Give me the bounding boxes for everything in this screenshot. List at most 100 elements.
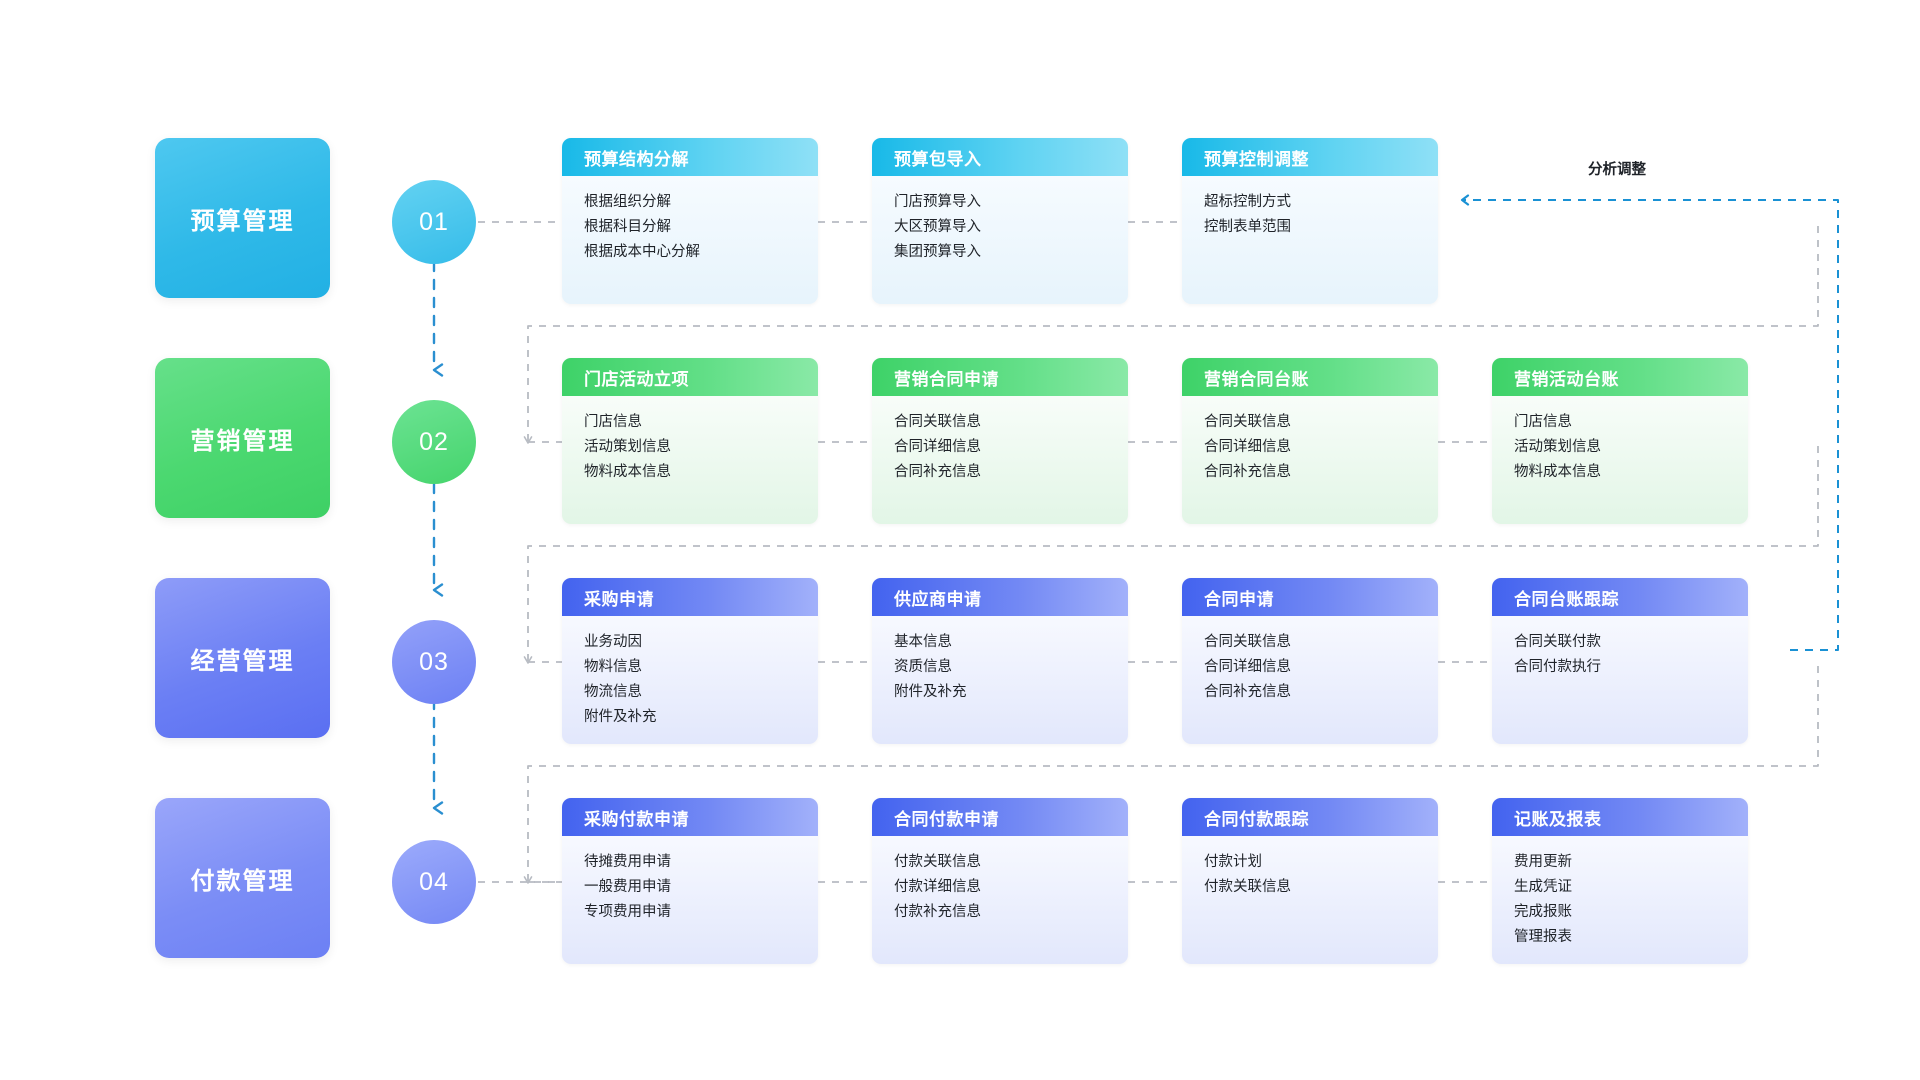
card-item-list: 费用更新 生成凭证 完成报账 管理报表 [1492,836,1748,964]
card-title: 合同申请 [1182,578,1438,616]
card-item: 门店信息 [584,414,642,430]
card-item: 合同关联信息 [1204,634,1291,650]
step-circle-02[interactable]: 02 [392,400,476,484]
card-store-activity-project[interactable]: 门店活动立项 门店信息 活动策划信息 物料成本信息 [562,358,818,524]
category-tile-label: 预算管理 [190,207,295,235]
card-item-list: 合同关联信息 合同详细信息 合同补充信息 [1182,616,1438,744]
card-title-text: 合同申请 [1204,589,1274,609]
card-title: 营销合同台账 [1182,358,1438,396]
card-item: 合同关联信息 [1204,414,1291,430]
card-item: 根据科目分解 [584,219,671,235]
step-circle-01[interactable]: 01 [392,180,476,264]
card-title: 采购申请 [562,578,818,616]
card-item: 物料成本信息 [1514,464,1601,480]
card-item: 超标控制方式 [1204,194,1291,210]
card-item-list: 合同关联付款 合同付款执行 [1492,616,1748,744]
card-title-text: 合同付款申请 [894,809,999,829]
card-title: 合同付款跟踪 [1182,798,1438,836]
card-title: 供应商申请 [872,578,1128,616]
card-marketing-contract-ledger[interactable]: 营销合同台账 合同关联信息 合同详细信息 合同补充信息 [1182,358,1438,524]
card-bookkeeping-reports[interactable]: 记账及报表 费用更新 生成凭证 完成报账 管理报表 [1492,798,1748,964]
category-tile-budget[interactable]: 预算管理 [155,138,330,298]
card-item: 付款计划 [1204,854,1262,870]
card-contract-payment-request[interactable]: 合同付款申请 付款关联信息 付款详细信息 付款补充信息 [872,798,1128,964]
card-item: 集团预算导入 [894,244,981,260]
card-item: 物料成本信息 [584,464,671,480]
card-item: 物料信息 [584,659,642,675]
category-tile-label: 营销管理 [190,427,295,455]
card-title-text: 记账及报表 [1514,809,1602,829]
card-item-list: 业务动因 物料信息 物流信息 附件及补充 [562,616,818,744]
card-budget-control-adjust[interactable]: 预算控制调整 超标控制方式 控制表单范围 [1182,138,1438,304]
card-item: 付款关联信息 [1204,879,1291,895]
card-title-text: 合同台账跟踪 [1514,589,1619,609]
card-contract-request[interactable]: 合同申请 合同关联信息 合同详细信息 合同补充信息 [1182,578,1438,744]
step-circle-03[interactable]: 03 [392,620,476,704]
card-title: 预算结构分解 [562,138,818,176]
card-item: 资质信息 [894,659,952,675]
card-title-text: 营销合同申请 [894,369,999,389]
card-title-text: 采购付款申请 [584,809,689,829]
card-title-text: 营销活动台账 [1514,369,1619,389]
card-marketing-contract-apply[interactable]: 营销合同申请 合同关联信息 合同详细信息 合同补充信息 [872,358,1128,524]
card-item: 合同补充信息 [894,464,981,480]
card-title-text: 门店活动立项 [584,369,689,389]
card-item: 管理报表 [1514,929,1572,945]
card-contract-ledger-tracking[interactable]: 合同台账跟踪 合同关联付款 合同付款执行 [1492,578,1748,744]
card-title: 合同付款申请 [872,798,1128,836]
card-title-text: 合同付款跟踪 [1204,809,1309,829]
card-title: 记账及报表 [1492,798,1748,836]
category-tile-marketing[interactable]: 营销管理 [155,358,330,518]
card-title: 预算包导入 [872,138,1128,176]
card-title: 采购付款申请 [562,798,818,836]
card-item: 费用更新 [1514,854,1572,870]
card-title-text: 供应商申请 [894,589,982,609]
card-title-text: 预算包导入 [894,149,982,169]
card-item: 门店预算导入 [894,194,981,210]
card-item: 基本信息 [894,634,952,650]
card-item: 门店信息 [1514,414,1572,430]
card-item: 合同关联付款 [1514,634,1601,650]
card-title-text: 预算控制调整 [1204,149,1309,169]
card-item-list: 门店预算导入 大区预算导入 集团预算导入 [872,176,1128,304]
card-supplier-request[interactable]: 供应商申请 基本信息 资质信息 附件及补充 [872,578,1128,744]
card-title: 营销活动台账 [1492,358,1748,396]
card-title: 门店活动立项 [562,358,818,396]
card-item: 活动策划信息 [1514,439,1601,455]
card-item: 合同补充信息 [1204,464,1291,480]
card-title-text: 采购申请 [584,589,654,609]
card-title-text: 预算结构分解 [584,149,689,169]
card-item: 完成报账 [1514,904,1572,920]
card-item-list: 待摊费用申请 一般费用申请 专项费用申请 [562,836,818,964]
step-circle-04[interactable]: 04 [392,840,476,924]
card-item: 专项费用申请 [584,904,671,920]
card-item: 付款补充信息 [894,904,981,920]
step-number-label: 01 [419,207,449,236]
card-marketing-activity-ledger[interactable]: 营销活动台账 门店信息 活动策划信息 物料成本信息 [1492,358,1748,524]
card-title: 预算控制调整 [1182,138,1438,176]
card-purchase-request[interactable]: 采购申请 业务动因 物料信息 物流信息 附件及补充 [562,578,818,744]
step-number-label: 02 [419,427,449,456]
card-item: 根据成本中心分解 [584,244,700,260]
card-title-text: 营销合同台账 [1204,369,1309,389]
card-item: 合同详细信息 [1204,439,1291,455]
card-item: 大区预算导入 [894,219,981,235]
card-budget-package-import[interactable]: 预算包导入 门店预算导入 大区预算导入 集团预算导入 [872,138,1128,304]
card-item: 合同详细信息 [894,439,981,455]
card-item: 根据组织分解 [584,194,671,210]
card-item: 合同关联信息 [894,414,981,430]
card-contract-payment-tracking[interactable]: 合同付款跟踪 付款计划 付款关联信息 [1182,798,1438,964]
card-budget-structure[interactable]: 预算结构分解 根据组织分解 根据科目分解 根据成本中心分解 [562,138,818,304]
card-item-list: 超标控制方式 控制表单范围 [1182,176,1438,304]
card-purchase-payment-request[interactable]: 采购付款申请 待摊费用申请 一般费用申请 专项费用申请 [562,798,818,964]
category-tile-payment[interactable]: 付款管理 [155,798,330,958]
category-tile-operations[interactable]: 经营管理 [155,578,330,738]
card-item: 合同详细信息 [1204,659,1291,675]
row-wrap-connectors [478,221,1819,884]
card-item-list: 门店信息 活动策划信息 物料成本信息 [562,396,818,524]
card-item: 控制表单范围 [1204,219,1291,235]
card-item: 附件及补充 [584,709,657,725]
card-item: 合同付款执行 [1514,659,1601,675]
card-item-list: 合同关联信息 合同详细信息 合同补充信息 [872,396,1128,524]
